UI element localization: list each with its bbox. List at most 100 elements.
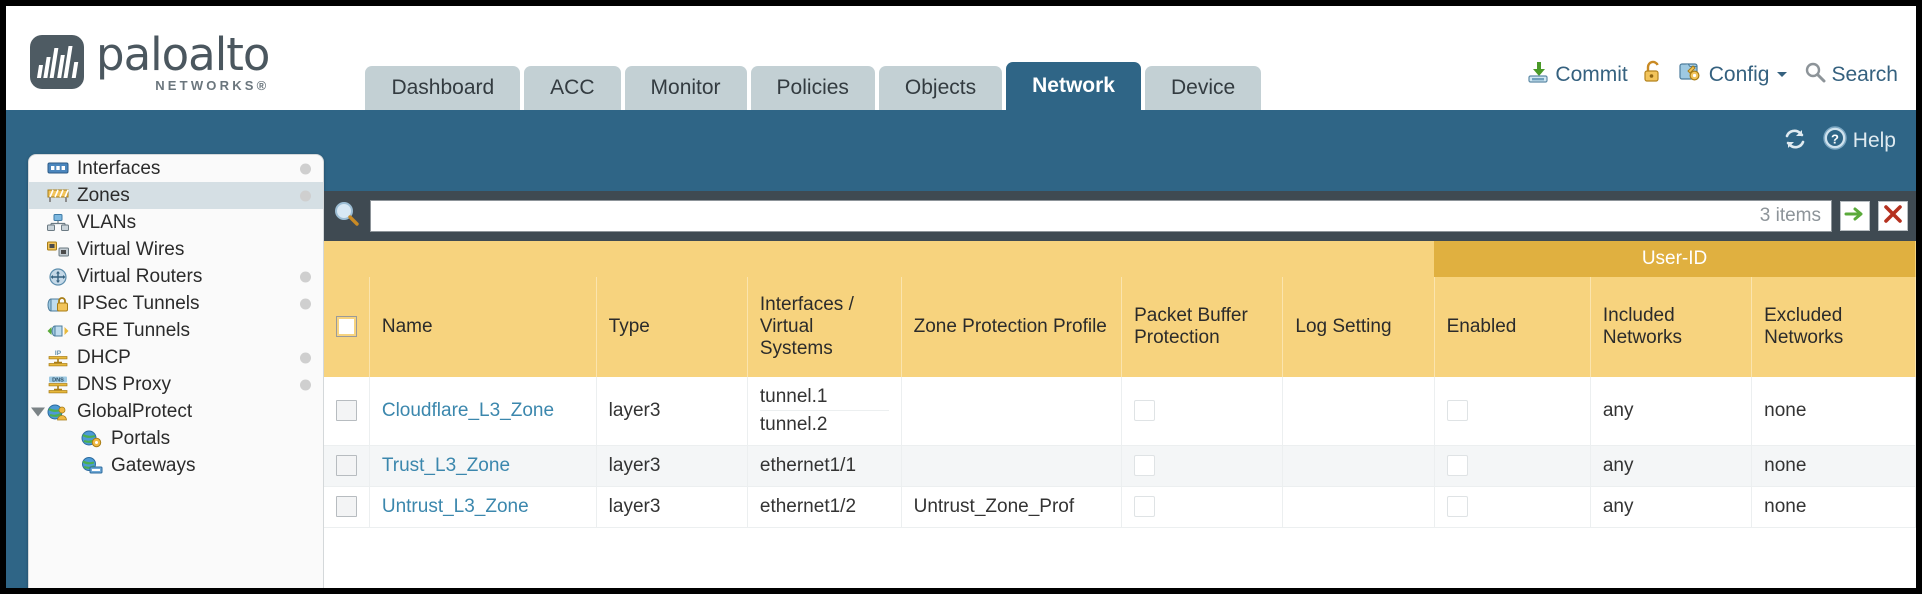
cell-userid-enabled[interactable]	[1434, 377, 1591, 446]
col-header-zone-protection-profile[interactable]: Zone Protection Profile	[901, 277, 1123, 377]
commit-button[interactable]: Commit	[1526, 60, 1628, 90]
sidebar-item-ipsec-tunnels[interactable]: IPSec Tunnels	[29, 290, 323, 317]
userid-enabled-checkbox[interactable]	[1446, 455, 1468, 477]
zone-name-link[interactable]: Cloudflare_L3_Zone	[381, 400, 555, 421]
row-checkbox[interactable]	[336, 455, 357, 477]
col-header-type[interactable]: Type	[596, 277, 748, 377]
packet-buffer-protection-checkbox[interactable]	[1134, 496, 1156, 518]
sidebar-item-label: Gateways	[111, 454, 196, 476]
group-header-userid: User-ID	[1434, 241, 1916, 277]
sidebar-status-dot	[300, 379, 311, 390]
commit-icon	[1526, 60, 1550, 90]
packet-buffer-protection-checkbox[interactable]	[1134, 400, 1156, 422]
apply-filter-arrow-icon	[1844, 204, 1866, 229]
col-header-interfaces[interactable]: Interfaces / Virtual Systems	[747, 277, 902, 377]
tab-monitor[interactable]: Monitor	[624, 66, 747, 110]
select-all-checkbox[interactable]	[336, 316, 357, 338]
tab-policies[interactable]: Policies	[750, 66, 875, 110]
sidebar-item-gre-tunnels[interactable]: GRE Tunnels	[29, 317, 323, 344]
row-select-cell[interactable]	[324, 377, 370, 446]
brand-subtitle: NETWORKS®	[155, 78, 270, 93]
expand-collapse-caret-icon[interactable]	[31, 407, 45, 416]
unlock-icon	[1642, 60, 1664, 90]
col-header-excluded-networks[interactable]: Excluded Networks	[1751, 277, 1916, 377]
sidebar-item-label: GlobalProtect	[77, 400, 193, 422]
search-magnifier-icon[interactable]	[332, 199, 362, 234]
cell-packet-buffer-protection[interactable]	[1121, 377, 1284, 446]
interface-entry: tunnel.2	[759, 414, 828, 435]
apply-filter-button[interactable]	[1840, 201, 1870, 231]
zone-name-link[interactable]: Untrust_L3_Zone	[381, 496, 529, 517]
refresh-icon[interactable]	[1782, 126, 1808, 157]
cell-excluded-networks: none	[1751, 445, 1916, 487]
virtual-wires-icon	[47, 241, 69, 259]
config-dropdown[interactable]: Config	[1678, 60, 1791, 90]
table-row[interactable]: Cloudflare_L3_Zone layer3 tunnel.1 tunne…	[324, 377, 1916, 446]
interfaces-icon	[47, 160, 69, 178]
select-all-header[interactable]	[324, 277, 370, 377]
sidebar-status-dot	[300, 298, 311, 309]
table-row[interactable]: Untrust_L3_Zone layer3 ethernet1/2 Untru…	[324, 486, 1916, 528]
help-button[interactable]: ? Help	[1822, 125, 1896, 157]
sidebar-item-dns-proxy[interactable]: DNS DNS Proxy	[29, 371, 323, 398]
sidebar-item-dhcp[interactable]: IP DHCP	[29, 344, 323, 371]
cell-packet-buffer-protection[interactable]	[1121, 486, 1284, 528]
col-header-included-networks[interactable]: Included Networks	[1590, 277, 1753, 377]
dns-proxy-icon: DNS	[47, 376, 69, 394]
cell-interfaces: ethernet1/1	[747, 445, 902, 487]
sidebar-item-virtual-wires[interactable]: Virtual Wires	[29, 236, 323, 263]
brand-name: paloalto	[96, 28, 270, 81]
tab-acc[interactable]: ACC	[524, 66, 621, 110]
cell-packet-buffer-protection[interactable]	[1121, 445, 1284, 487]
cell-userid-enabled[interactable]	[1434, 486, 1591, 528]
cell-type: layer3	[596, 377, 748, 446]
packet-buffer-protection-checkbox[interactable]	[1134, 455, 1156, 477]
sidebar-item-portals[interactable]: Portals	[29, 425, 323, 452]
interface-entry: tunnel.1	[759, 383, 889, 411]
help-label: Help	[1852, 129, 1896, 152]
col-header-log-setting[interactable]: Log Setting	[1282, 277, 1435, 377]
userid-enabled-checkbox[interactable]	[1446, 400, 1468, 422]
col-header-packet-buffer-protection[interactable]: Packet Buffer Protection	[1121, 277, 1284, 377]
sidebar-item-vlans[interactable]: VLANs	[29, 209, 323, 236]
sidebar-status-dot	[300, 163, 311, 174]
userid-enabled-checkbox[interactable]	[1446, 496, 1468, 518]
row-select-cell[interactable]	[324, 445, 370, 487]
sidebar-item-virtual-routers[interactable]: Virtual Routers	[29, 263, 323, 290]
svg-text:?: ?	[1831, 132, 1839, 147]
search-input[interactable]	[381, 204, 1750, 228]
sidebar-item-zones[interactable]: Zones	[29, 182, 323, 209]
zone-name-link[interactable]: Trust_L3_Zone	[381, 455, 511, 476]
row-select-cell[interactable]	[324, 486, 370, 528]
lock-button[interactable]	[1642, 60, 1664, 90]
tab-objects[interactable]: Objects	[878, 66, 1003, 110]
clear-filter-button[interactable]	[1878, 201, 1908, 231]
cell-name[interactable]: Trust_L3_Zone	[369, 445, 597, 487]
sidebar-item-gateways[interactable]: Gateways	[29, 452, 323, 479]
tab-device[interactable]: Device	[1144, 66, 1262, 110]
sidebar-item-interfaces[interactable]: Interfaces	[29, 155, 323, 182]
items-count-label: 3 items	[1759, 205, 1821, 226]
cell-zone-protection-profile	[901, 377, 1123, 446]
row-checkbox[interactable]	[336, 496, 357, 518]
row-checkbox[interactable]	[336, 400, 357, 422]
network-sidebar: Interfaces Zones	[28, 154, 324, 588]
zones-icon	[47, 187, 69, 205]
cell-name[interactable]: Cloudflare_L3_Zone	[369, 377, 597, 446]
table-row[interactable]: Trust_L3_Zone layer3 ethernet1/1 any non…	[324, 445, 1916, 487]
sidebar-item-label: IPSec Tunnels	[77, 292, 200, 314]
cell-type: layer3	[596, 445, 748, 487]
ipsec-tunnels-icon	[47, 295, 69, 313]
cell-userid-enabled[interactable]	[1434, 445, 1591, 487]
filter-input-wrap[interactable]: 3 items	[370, 200, 1832, 232]
group-header-spacer	[324, 241, 1435, 277]
cell-interfaces: ethernet1/2	[747, 486, 902, 528]
sidebar-item-globalprotect[interactable]: GlobalProtect	[29, 398, 323, 425]
col-header-name[interactable]: Name	[369, 277, 597, 377]
tab-network[interactable]: Network	[1006, 62, 1141, 110]
gre-tunnels-icon	[47, 322, 69, 340]
tab-dashboard[interactable]: Dashboard	[365, 66, 521, 110]
col-header-enabled[interactable]: Enabled	[1434, 277, 1591, 377]
cell-name[interactable]: Untrust_L3_Zone	[369, 486, 597, 528]
search-button[interactable]: Search	[1804, 61, 1898, 89]
